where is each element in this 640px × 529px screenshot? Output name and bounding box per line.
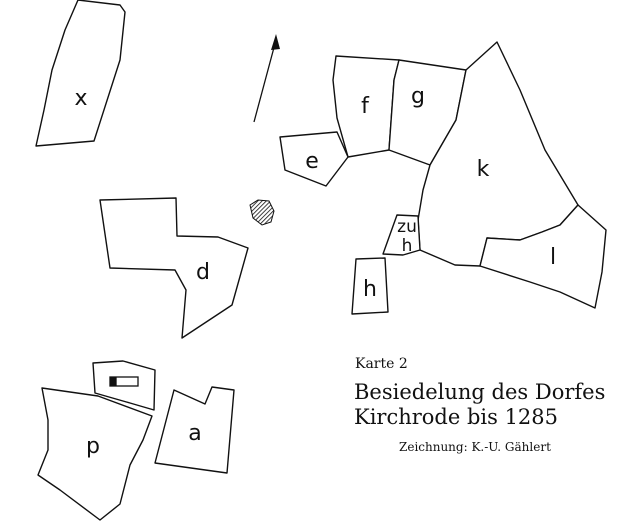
parcel-a: a	[154, 386, 235, 474]
parcel-zu-h: zu h	[382, 214, 421, 256]
north-arrow-icon	[253, 34, 280, 123]
parcel-label-p: p	[86, 434, 100, 459]
parcel-label-e: e	[305, 149, 319, 174]
church-plot	[92, 360, 156, 411]
parcel-x: x	[35, 0, 126, 147]
parcel-label-g: g	[411, 84, 425, 109]
parcel-p: p	[37, 387, 153, 521]
parcel-h-lower: h	[351, 257, 389, 315]
parcel-label-d: d	[196, 260, 210, 285]
map-title-line-1: Besiedelung des Dorfes	[354, 380, 606, 404]
parcel-label-x: x	[74, 86, 87, 111]
hatched-plot	[249, 199, 275, 226]
parcel-label-h-lower: h	[363, 277, 377, 302]
parcel-label-h-inner: h	[402, 236, 413, 256]
parcel-g: g	[388, 59, 467, 166]
parcel-label-l: l	[550, 245, 556, 270]
parcel-label-zu: zu	[397, 217, 417, 237]
church-icon	[109, 376, 139, 387]
map-number: Karte 2	[355, 356, 408, 372]
parcel-l: l	[479, 204, 607, 309]
map-title-line-2: Kirchrode bis 1285	[354, 405, 559, 429]
drawing-credit: Zeichnung: K.-U. Gählert	[399, 440, 551, 454]
parcel-d: d	[99, 197, 249, 339]
parcel-label-a: a	[188, 421, 201, 446]
parcel-e: e	[279, 131, 349, 187]
parcel-label-f: f	[361, 94, 370, 119]
map-title: Besiedelung des Dorfes Kirchrode bis 128…	[354, 380, 605, 430]
parcel-label-k: k	[477, 157, 490, 182]
